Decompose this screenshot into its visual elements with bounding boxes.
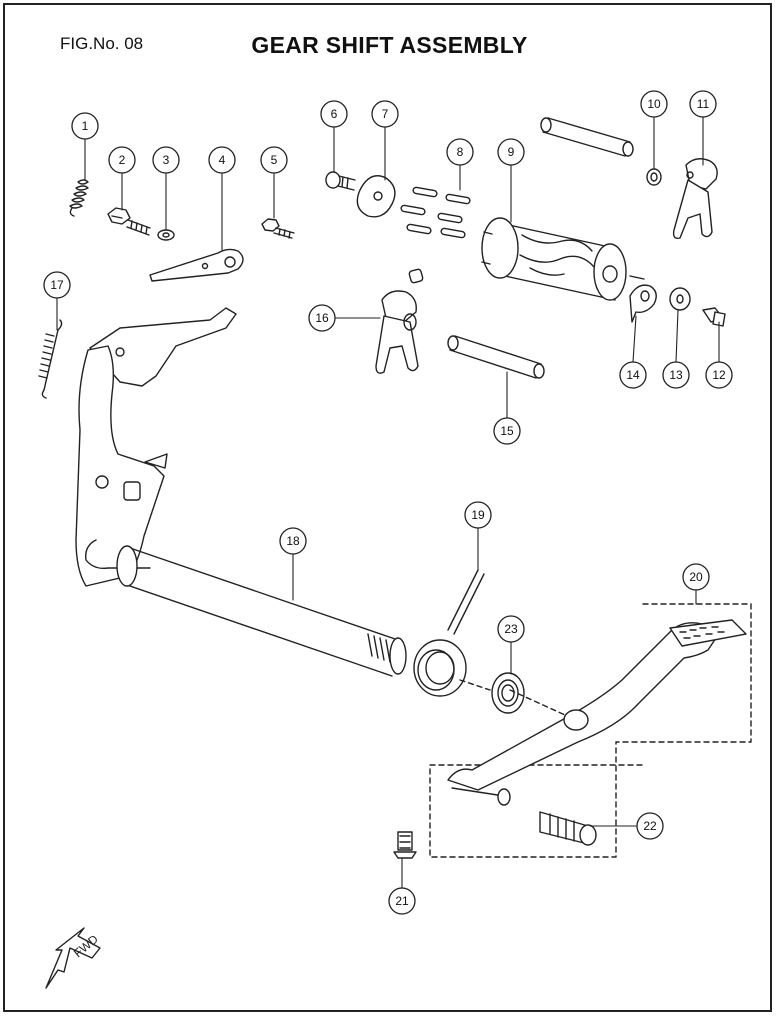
part-shift-drum-9: [481, 217, 645, 301]
fwd-arrow-icon: FWD: [45, 927, 101, 989]
callout-7: 7: [371, 100, 399, 128]
svg-text:10: 10: [647, 97, 661, 111]
svg-text:1: 1: [82, 119, 89, 133]
svg-text:16: 16: [315, 311, 329, 325]
part-bolt-2: [107, 207, 151, 236]
callout-14: 14: [619, 361, 647, 389]
svg-text:4: 4: [219, 153, 226, 167]
svg-text:23: 23: [504, 622, 518, 636]
diagram-frame: [3, 3, 772, 1012]
part-collar-10: [646, 168, 662, 186]
part-pedal-rubber-22: [539, 811, 597, 846]
svg-text:13: 13: [669, 368, 683, 382]
callout-23: 23: [497, 615, 525, 643]
callout-8: 8: [446, 138, 474, 166]
part-return-spring-19: [413, 569, 485, 697]
callout-19: 19: [464, 501, 492, 529]
svg-text:18: 18: [286, 534, 300, 548]
part-bolt-12: [702, 307, 726, 327]
svg-text:2: 2: [119, 153, 126, 167]
callout-16: 16: [308, 304, 336, 332]
part-spring-small: [69, 179, 89, 217]
callout-21: 21: [388, 887, 416, 915]
callout-5: 5: [260, 146, 288, 174]
part-oil-seal-23: [491, 672, 525, 714]
part-washer-13: [669, 287, 691, 311]
svg-text:15: 15: [500, 424, 514, 438]
part-spring-17: [38, 319, 63, 399]
callout-3: 3: [152, 146, 180, 174]
callout-20: 20: [682, 563, 710, 591]
callout-15: 15: [493, 417, 521, 445]
callout-9: 9: [497, 138, 525, 166]
callout-2: 2: [108, 146, 136, 174]
callout-11: 11: [689, 90, 717, 118]
svg-text:7: 7: [382, 107, 389, 121]
callout-6: 6: [320, 100, 348, 128]
leader-lines: [56, 115, 720, 889]
svg-text:9: 9: [508, 145, 515, 159]
svg-text:21: 21: [395, 894, 409, 908]
callout-13: 13: [662, 361, 690, 389]
svg-text:12: 12: [712, 368, 726, 382]
callout-4: 4: [208, 146, 236, 174]
svg-text:6: 6: [331, 107, 338, 121]
part-fork-shaft-upper: [540, 117, 634, 157]
callout-1: 1: [71, 112, 99, 140]
svg-text:17: 17: [50, 278, 64, 292]
callout-17: 17: [43, 271, 71, 299]
part-plate-7: [356, 175, 396, 218]
part-bolt-21: [393, 831, 417, 859]
part-shift-fork-11: [672, 158, 718, 240]
svg-text:3: 3: [163, 153, 170, 167]
callout-22: 22: [636, 812, 664, 840]
callout-18: 18: [279, 527, 307, 555]
svg-text:5: 5: [271, 153, 278, 167]
part-shift-fork-16: [375, 268, 424, 374]
part-stopper-arm-4: [149, 248, 244, 282]
part-shift-pedal-20: [429, 603, 752, 858]
part-screw-6: [325, 171, 356, 191]
part-bolt-5: [261, 218, 295, 239]
part-pins-8: [400, 186, 471, 239]
diagram-title: GEAR SHIFT ASSEMBLY: [251, 32, 528, 58]
svg-text:22: 22: [643, 819, 657, 833]
svg-text:14: 14: [626, 368, 640, 382]
svg-text:19: 19: [471, 508, 485, 522]
svg-text:8: 8: [457, 145, 464, 159]
svg-text:11: 11: [697, 97, 710, 111]
callout-10: 10: [640, 90, 668, 118]
part-plate-14: [629, 284, 657, 323]
part-shift-shaft-18: [75, 307, 407, 677]
part-fork-shaft-15: [447, 335, 545, 379]
part-washer-3: [157, 229, 175, 241]
callout-12: 12: [705, 361, 733, 389]
figure-number: FIG.No. 08: [60, 34, 144, 53]
svg-text:20: 20: [689, 570, 703, 584]
